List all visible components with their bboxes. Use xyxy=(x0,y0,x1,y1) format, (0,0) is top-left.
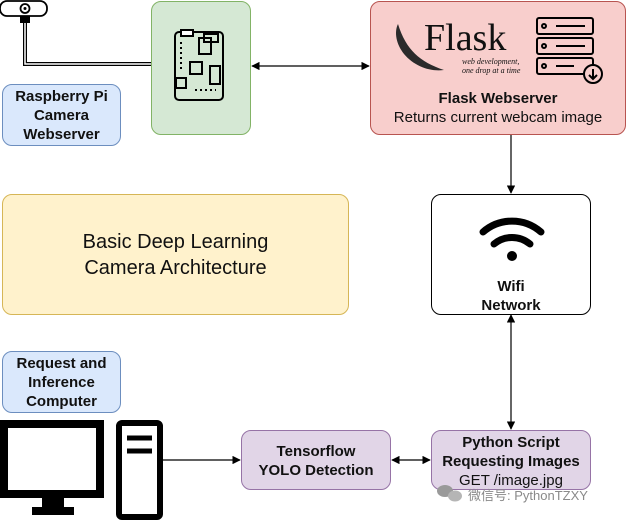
desktop-computer-icon xyxy=(0,420,163,520)
flask-webserver-box xyxy=(370,1,626,135)
raspberry-pi-label-box xyxy=(2,84,121,146)
wechat-icon xyxy=(437,485,462,502)
tensorflow-line-2: YOLO Detection xyxy=(258,462,374,479)
flask-horn-icon xyxy=(396,24,444,71)
python-script-box xyxy=(431,430,591,490)
architecture-title-line-2: Camera Architecture xyxy=(84,257,267,279)
server-icon xyxy=(536,17,603,84)
flask-webserver-title: Flask Webserver xyxy=(438,90,558,107)
flask-logo-text: Flask xyxy=(424,17,507,59)
raspberry-pi-label: Raspberry Pi Camera Webserver xyxy=(15,88,108,143)
watermark-text: 微信号: PythonTZXY xyxy=(468,488,588,503)
wifi-label-line-1: Wifi xyxy=(497,278,525,295)
flask-logo-tagline-2: one drop at a time xyxy=(462,66,521,75)
webcam-cable-inner xyxy=(24,23,151,65)
webcam-cable xyxy=(23,23,151,66)
python-script-line-2: Requesting Images xyxy=(442,453,580,470)
python-script-line-3: GET /image.jpg xyxy=(459,472,563,489)
wifi-icon xyxy=(479,217,545,261)
architecture-title-line-1: Basic Deep Learning xyxy=(82,231,269,253)
tensorflow-line-1: Tensorflow xyxy=(276,443,356,460)
raspberry-pi-board-icon xyxy=(174,29,224,101)
flask-logo-tagline-1: web development, xyxy=(462,57,520,66)
wifi-label-line-2: Network xyxy=(481,297,541,314)
request-computer-label-box xyxy=(2,351,121,413)
architecture-title-box xyxy=(2,194,349,315)
flask-webserver-subtitle: Returns current webcam image xyxy=(393,109,603,126)
python-script-line-1: Python Script xyxy=(462,434,560,451)
webcam-icon xyxy=(0,0,48,23)
tensorflow-box xyxy=(241,430,391,490)
request-computer-label: Request and Inference Computer xyxy=(16,355,107,410)
